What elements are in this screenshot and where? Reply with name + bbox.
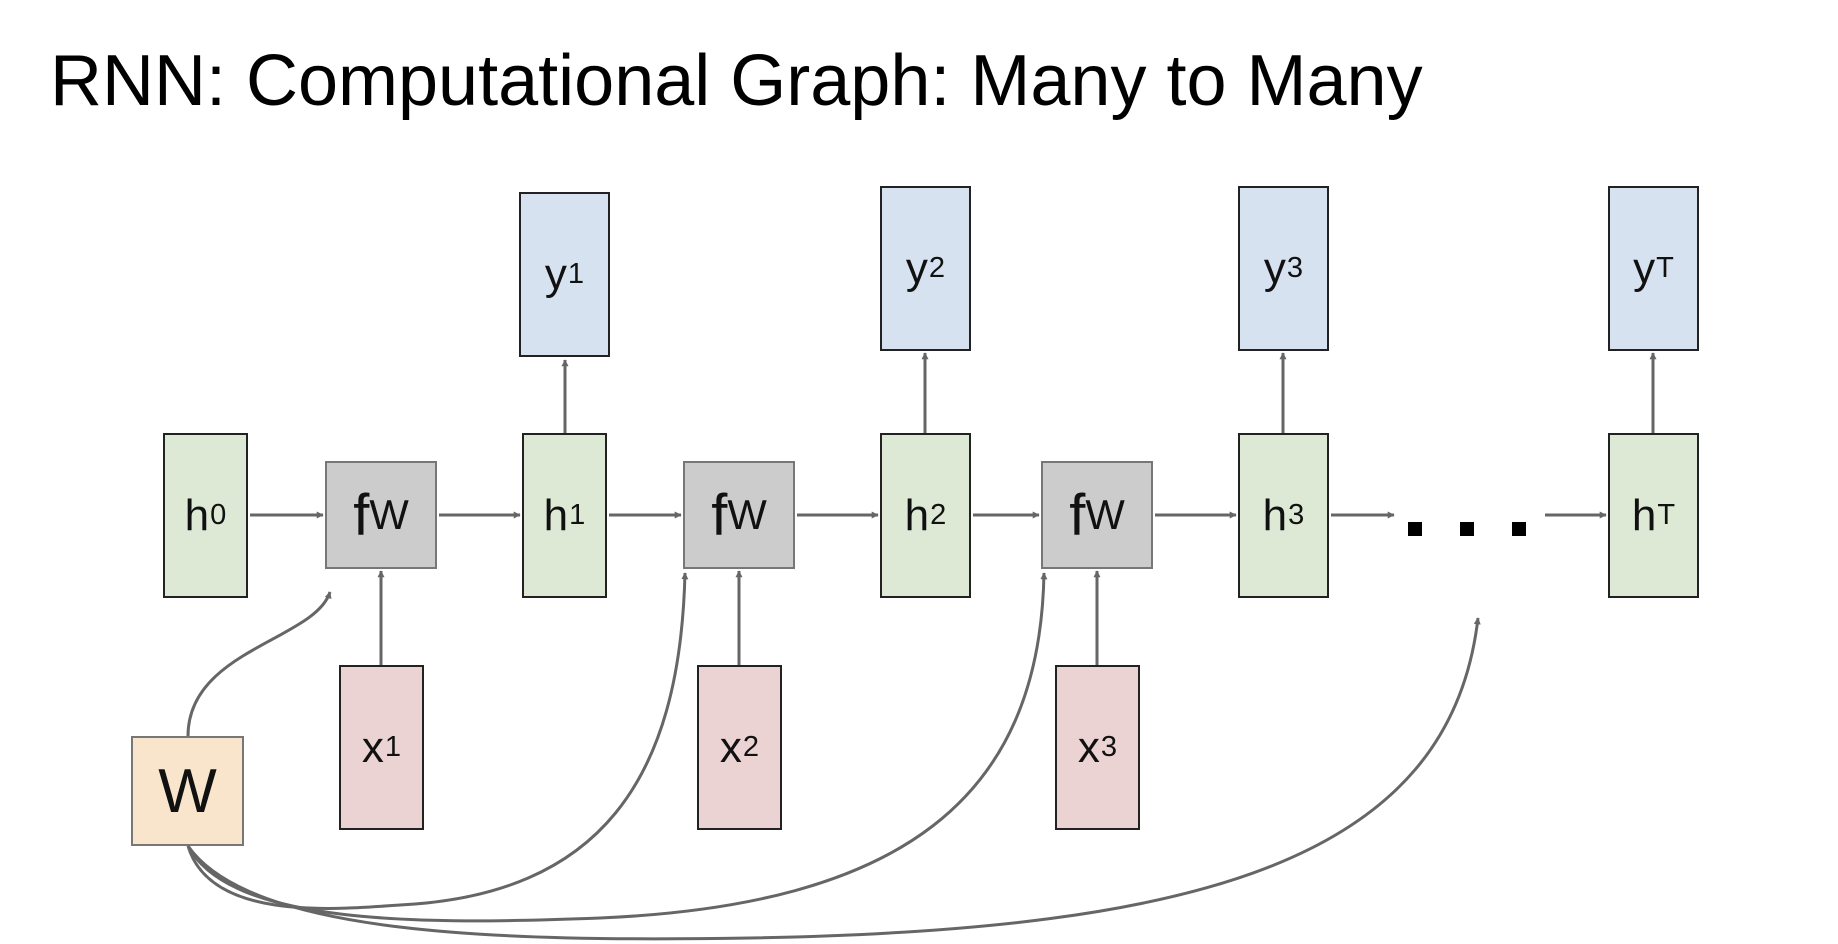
hT-sub: T xyxy=(1657,499,1676,531)
x1-label: x xyxy=(361,722,384,772)
h2-sub: 2 xyxy=(930,499,947,531)
h2-label: h xyxy=(904,490,930,540)
h1-label: h xyxy=(543,490,569,540)
y2-label: y xyxy=(905,243,928,293)
h1-sub: 1 xyxy=(569,499,586,531)
x3-label: x xyxy=(1077,722,1100,772)
y2-sub: 2 xyxy=(928,252,946,284)
ellipsis-dot-3 xyxy=(1512,522,1526,536)
yT-label: y xyxy=(1633,243,1656,293)
diagram-title: RNN: Computational Graph: Many to Many xyxy=(50,41,1423,121)
hT-label: h xyxy=(1631,490,1657,540)
h0-label: h xyxy=(184,490,210,540)
y3-label: y xyxy=(1263,243,1286,293)
fw-sub-1: W xyxy=(369,491,409,538)
y3-sub: 3 xyxy=(1286,252,1304,284)
yT-sub: T xyxy=(1656,252,1674,284)
y1-sub: 1 xyxy=(567,258,585,290)
ellipsis-dot-1 xyxy=(1408,522,1422,536)
h3-label: h xyxy=(1262,490,1288,540)
fw-label-3: f xyxy=(1069,482,1086,548)
h0-sub: 0 xyxy=(210,499,227,531)
edge-w-ellipsis xyxy=(186,617,1481,941)
fw-sub-2: W xyxy=(727,491,767,538)
ellipsis-dot-2 xyxy=(1460,522,1474,536)
edge-w-f3 xyxy=(186,572,1048,923)
x2-label: x xyxy=(719,722,742,772)
h3-sub: 3 xyxy=(1288,499,1305,531)
x2-sub: 2 xyxy=(742,731,760,763)
w-label: W xyxy=(158,756,217,826)
y1-label: y xyxy=(544,249,567,299)
w-node: W xyxy=(131,736,244,846)
edge-w-f2 xyxy=(186,572,689,910)
fw-label-2: f xyxy=(711,482,728,548)
edge-w-f1 xyxy=(186,591,332,737)
fw-label-1: f xyxy=(353,482,370,548)
fw-sub-3: W xyxy=(1085,491,1125,538)
x3-sub: 3 xyxy=(1100,731,1118,763)
x1-sub: 1 xyxy=(384,731,402,763)
